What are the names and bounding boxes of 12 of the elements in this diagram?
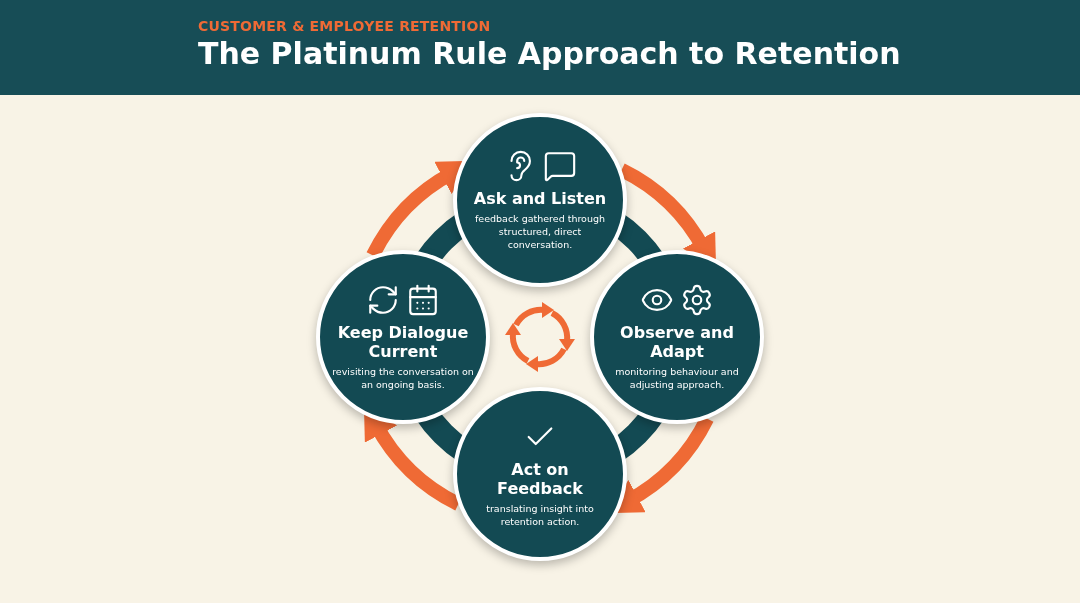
- step-heading: Act on Feedback: [496, 459, 584, 498]
- step-circle: [316, 250, 490, 424]
- step-description: feedback gathered through structured, direct conversation.: [474, 212, 606, 252]
- step-description: translating insight into retention action.: [485, 502, 595, 529]
- step-heading: Keep Dialogue Current: [336, 322, 470, 361]
- step-heading: Observe and Adapt: [619, 322, 735, 361]
- step-description: revisiting the conversation on an ongoing basis.: [332, 365, 474, 392]
- step-heading: Ask and Listen: [473, 188, 607, 208]
- category-label: CUSTOMER & EMPLOYEE RETENTION: [198, 18, 491, 34]
- title: The Platinum Rule Approach to Retention: [198, 36, 901, 71]
- step-circle: [453, 387, 627, 561]
- step-description: monitoring behaviour and adjusting approach.: [614, 365, 740, 392]
